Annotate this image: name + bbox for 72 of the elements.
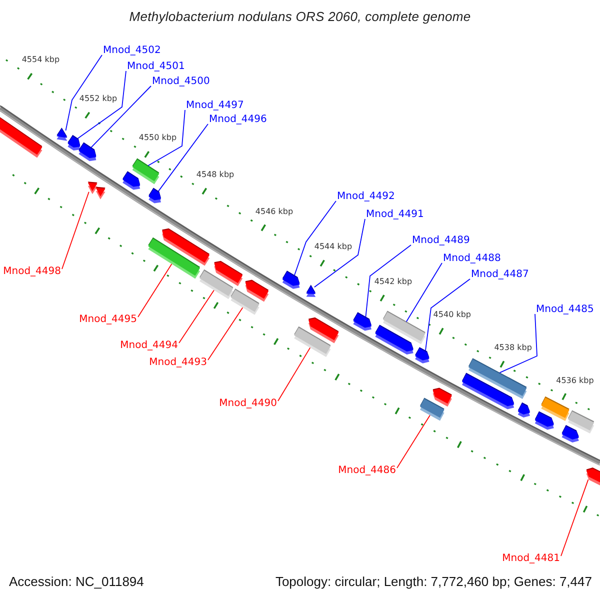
- gene-block: [282, 270, 300, 289]
- tick-label: 4538 kbp: [494, 343, 532, 354]
- gene-label: Mnod_4492: [337, 191, 395, 202]
- leader-line: [65, 54, 102, 131]
- leader-line: [294, 200, 336, 276]
- gene-block: [518, 402, 530, 418]
- gene-label: Mnod_4481: [502, 553, 560, 564]
- leader-line: [77, 70, 126, 139]
- leader-line: [158, 124, 208, 192]
- tick-label: 4554 kbp: [22, 55, 60, 66]
- gene-block: [0, 117, 42, 158]
- gene-triangle: [56, 128, 68, 141]
- tick-label: 4536 kbp: [556, 376, 594, 386]
- gene-triangle: [88, 182, 98, 194]
- leader-line: [278, 347, 311, 402]
- gene-block: [245, 280, 269, 302]
- gene-label: Mnod_4493: [149, 357, 207, 368]
- genome-summary-text: Topology: circular; Length: 7,772,460 bp; Genes: 7,447: [275, 574, 592, 589]
- gene-label: Mnod_4488: [443, 253, 501, 264]
- tick-label: 4546 kbp: [255, 206, 294, 217]
- gene-block: [353, 312, 372, 331]
- gene-label: Mnod_4489: [412, 235, 470, 246]
- gene-block: [534, 411, 554, 430]
- gene-label: Mnod_4502: [103, 45, 161, 56]
- gene-block: [308, 317, 339, 344]
- gene-block: [586, 468, 600, 486]
- gene-triangle: [306, 284, 316, 297]
- leader-line: [499, 314, 538, 374]
- gene-block: [148, 188, 161, 204]
- diagram-title: Methylobacterium nodulans ORS 2060, complete genome: [129, 9, 471, 24]
- gene-block: [462, 372, 514, 410]
- tick-label: 4548 kbp: [196, 170, 234, 180]
- leader-line: [425, 278, 470, 352]
- gene-label: Mnod_4500: [152, 76, 210, 87]
- gene-block: [432, 388, 452, 407]
- leader-line: [406, 262, 442, 322]
- gene-label: Mnod_4497: [186, 100, 244, 111]
- gene-label: Mnod_4485: [536, 304, 594, 315]
- gene-block: [562, 425, 579, 442]
- gene-block: [415, 347, 430, 364]
- tick-label: 4542 kbp: [374, 277, 412, 288]
- gene-label: Mnod_4501: [127, 61, 185, 72]
- tick-label: 4550 kbp: [138, 133, 177, 144]
- gene-label: Mnod_4490: [219, 398, 277, 409]
- leader-line: [62, 191, 90, 270]
- leader-line: [365, 244, 412, 318]
- gene-block: [78, 142, 96, 162]
- leader-line: [314, 218, 366, 288]
- leader-line: [178, 290, 214, 344]
- leader-line: [148, 110, 186, 166]
- tick-label: 4540 kbp: [433, 310, 471, 320]
- gene-block: [214, 260, 243, 286]
- leader-line: [138, 264, 172, 318]
- gene-bar: [132, 158, 160, 184]
- gene-label: Mnod_4498: [3, 266, 61, 277]
- gene-label: Mnod_4496: [209, 114, 267, 125]
- accession-text: Accession: NC_011894: [9, 574, 144, 589]
- leader-line: [208, 307, 244, 360]
- gene-label: Mnod_4486: [338, 465, 396, 476]
- tick-label: 4544 kbp: [314, 242, 352, 252]
- gene-triangle: [96, 186, 106, 200]
- leader-line: [560, 479, 589, 556]
- gene-block: [122, 171, 140, 190]
- gene-label: Mnod_4487: [471, 269, 529, 280]
- gene-block: [68, 134, 80, 150]
- gene-block: [375, 324, 414, 354]
- gene-label: Mnod_4491: [366, 209, 424, 220]
- tick-label: 4552 kbp: [79, 94, 118, 104]
- leader-line: [90, 86, 152, 148]
- gene-block: [162, 228, 210, 266]
- gene-label: Mnod_4494: [120, 340, 178, 351]
- gene-label: Mnod_4495: [79, 314, 137, 325]
